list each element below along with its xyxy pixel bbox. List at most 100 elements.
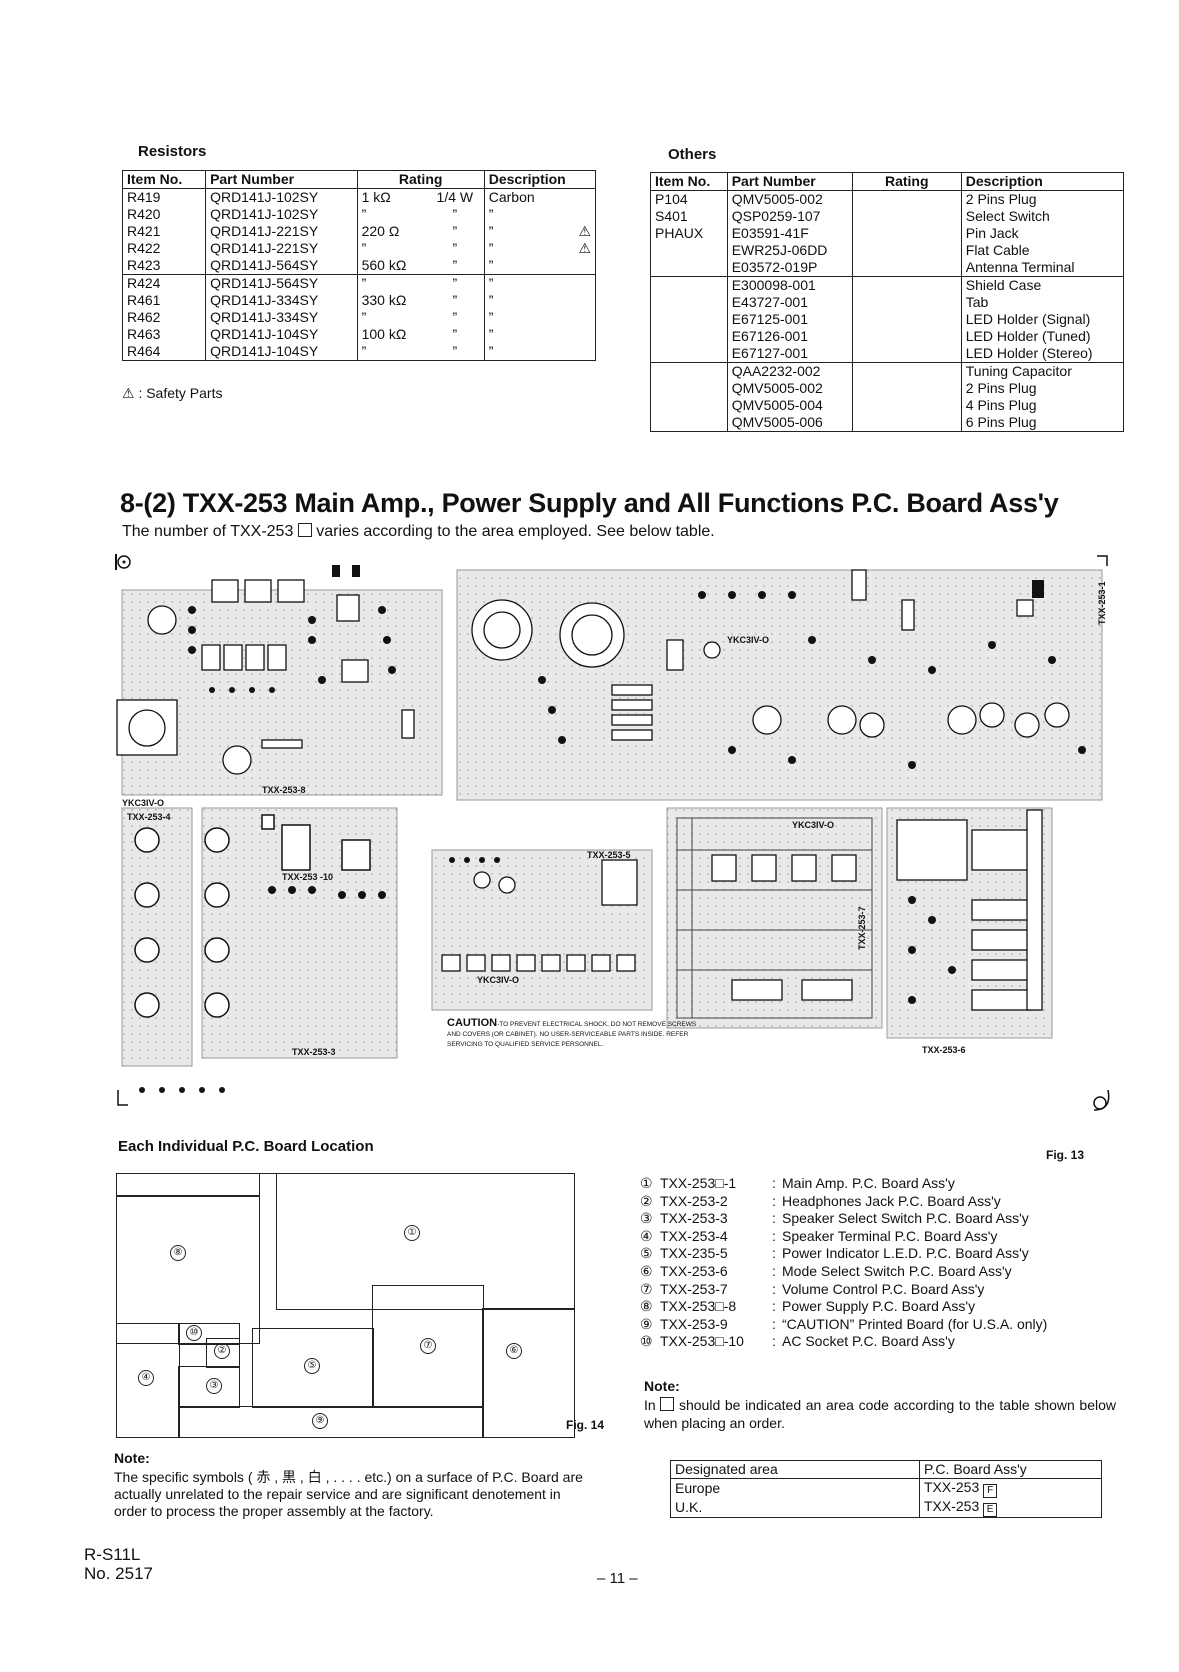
part-number-cell: QRD141J-564SY: [205, 274, 358, 292]
part-number-cell: E67125-001: [726, 311, 853, 328]
rating-cell: [851, 190, 962, 208]
legend-description: Volume Control P.C. Board Ass'y: [782, 1280, 985, 1297]
caution-notice: CAUTION-TO PREVENT ELECTRICAL SHOCK, DO …: [447, 1018, 707, 1050]
part-number-cell: QRD141J-102SY: [205, 188, 358, 206]
legend-separator: :: [772, 1175, 776, 1191]
safety-mark-cell: ⚠: [564, 223, 597, 240]
board-location-map: ⑧ ① ⑩ ② ④ ⑤ ⑦ ⑥ ③ ⑨: [116, 1173, 575, 1438]
rating-cell: [851, 259, 962, 277]
item-no-cell: [650, 311, 728, 328]
item-no-cell: P104: [650, 190, 728, 208]
description-cell: ”: [483, 240, 565, 257]
legend-separator: :: [772, 1227, 776, 1244]
rating-cell: [851, 380, 962, 397]
map-num-4: ④: [138, 1370, 154, 1386]
note-right-title: Note:: [644, 1378, 680, 1394]
legend-description: Power Supply P.C. Board Ass'y: [782, 1298, 976, 1315]
description-cell: ”: [483, 292, 565, 309]
rating-value-cell: ”: [356, 309, 426, 326]
description-cell: ”: [483, 257, 565, 275]
part-number-cell: QMV5005-002: [726, 380, 853, 397]
part-number-cell: QRD141J-564SY: [205, 257, 358, 275]
description-cell: Pin Jack: [960, 225, 1125, 242]
part-number-cell: QRD141J-104SY: [205, 326, 358, 343]
col-part-number: Part Number: [205, 170, 358, 189]
description-cell: Shield Case: [960, 276, 1125, 294]
item-no-cell: R424: [121, 274, 207, 292]
area-code-box-icon: [660, 1397, 675, 1411]
caution-text: -TO PREVENT ELECTRICAL SHOCK, DO NOT REM…: [447, 1021, 697, 1048]
part-number-cell: E67126-001: [726, 328, 853, 345]
part-number-cell: QRD141J-221SY: [205, 240, 358, 257]
legend-number: ③: [640, 1210, 653, 1227]
map-num-2: ②: [214, 1343, 230, 1359]
item-no-cell: [650, 294, 728, 311]
item-no-cell: R419: [121, 188, 207, 206]
safety-mark-cell: [564, 343, 597, 361]
part-number-cell: QRD141J-104SY: [205, 343, 358, 361]
legend-code: TXX-253-6: [660, 1263, 728, 1279]
safety-mark-cell: [564, 188, 597, 206]
pcb-label-1: TXX-253-1: [1097, 581, 1107, 625]
map-area-9: [178, 1406, 484, 1438]
legend-description: Headphones Jack P.C. Board Ass'y: [782, 1192, 1001, 1209]
part-number-cell: E03572-019P: [726, 259, 853, 277]
rating-value-cell: 560 kΩ: [356, 257, 426, 275]
map-area-7: [372, 1285, 484, 1408]
legend-code: TXX-235-5: [660, 1245, 728, 1262]
safety-mark-cell: ⚠: [564, 240, 597, 257]
legend-separator: :: [772, 1280, 776, 1297]
safety-mark-cell: [564, 309, 597, 326]
item-no-cell: R463: [121, 326, 207, 343]
map-num-1: ①: [404, 1225, 420, 1241]
map-num-3: ③: [206, 1378, 222, 1394]
item-no-cell: R464: [121, 343, 207, 361]
area-code-box-icon: [297, 523, 312, 537]
area-code-table: Designated area P.C. Board Ass'y Europe …: [670, 1460, 1102, 1518]
item-no-cell: R462: [121, 309, 207, 326]
note-right-text-a: In: [644, 1397, 656, 1413]
legend-number: ①: [640, 1175, 653, 1191]
safety-mark-cell: [564, 292, 597, 309]
area-cell: U.K.: [670, 1498, 920, 1518]
rating-cell: [851, 362, 962, 380]
rating-watt-cell: ”: [425, 309, 485, 326]
note-right-text-b: should be indicated an area code accordi…: [644, 1397, 1117, 1431]
pcb-label-3: TXX-253-3: [292, 1047, 336, 1057]
description-cell: ”: [483, 326, 565, 343]
rating-watt-cell: ”: [425, 326, 485, 343]
table-row: U.K. TXX-253 E: [670, 1498, 1102, 1518]
legend-separator: :: [772, 1192, 776, 1209]
part-number-cell: QMV5005-006: [726, 414, 853, 432]
legend-code: TXX-253□-8: [660, 1298, 737, 1315]
description-cell: 2 Pins Plug: [960, 190, 1125, 208]
table-row: Europe TXX-253 F: [670, 1478, 1102, 1498]
description-cell: 2 Pins Plug: [960, 380, 1125, 397]
item-no-cell: R461: [121, 292, 207, 309]
col-description: Description: [960, 172, 1125, 191]
item-no-cell: R421: [121, 223, 207, 240]
map-top-strip: [116, 1173, 260, 1197]
description-cell: ”: [483, 223, 565, 240]
part-number-cell: QSP0259-107: [726, 208, 853, 225]
pcb-label-7: TXX-253-7: [857, 906, 867, 950]
legend-number: ⑦: [640, 1280, 653, 1297]
map-area-6: [482, 1308, 575, 1438]
pcb-label-8: TXX-253-8: [262, 785, 306, 795]
fig-13-label: Fig. 13: [1046, 1148, 1085, 1162]
board-cell: TXX-253 E: [919, 1498, 1102, 1518]
description-cell: LED Holder (Stereo): [960, 345, 1125, 363]
part-number-cell: E03591-41F: [726, 225, 853, 242]
safety-mark-cell: [564, 326, 597, 343]
